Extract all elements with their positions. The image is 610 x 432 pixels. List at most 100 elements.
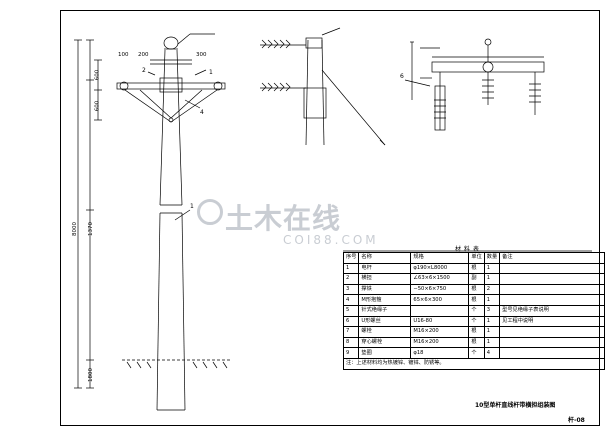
table-cell: 4 bbox=[483, 347, 501, 359]
table-cell: 根 bbox=[468, 336, 485, 349]
table-cell bbox=[499, 273, 606, 285]
table-cell: 型号见绝缘子表说明 bbox=[499, 304, 606, 317]
table-cell bbox=[499, 347, 606, 359]
table-cell: 1 bbox=[483, 294, 501, 306]
table-cell: −50×6×750 bbox=[410, 283, 470, 296]
table-cell: 见工程中说明 bbox=[499, 315, 606, 328]
table-header-row: 序号 名称 规格 单位 数量 备注 bbox=[342, 252, 606, 264]
table-cell: 65×6×300 bbox=[410, 294, 470, 306]
table-cell: 个 bbox=[468, 304, 485, 317]
table-cell: M16×200 bbox=[410, 336, 470, 349]
table-header: 规格 bbox=[410, 252, 470, 264]
table-cell: U16-80 bbox=[410, 315, 470, 328]
table-cell: 1 bbox=[483, 315, 501, 328]
table-header: 序号 bbox=[342, 252, 360, 264]
table-cell: 个 bbox=[468, 315, 485, 328]
table-cell: 1 bbox=[483, 273, 501, 285]
dim-upper: 1370 bbox=[88, 222, 94, 236]
table-cell: 1 bbox=[483, 326, 501, 338]
table-cell: 根 bbox=[468, 262, 485, 275]
cross-arm-plan bbox=[404, 38, 545, 131]
table-cell: 6 bbox=[342, 315, 360, 328]
table-note-row: 注：上述材料均为热镀锌、镀锌、防锈等。 bbox=[342, 357, 606, 370]
table-header: 数量 bbox=[483, 252, 501, 264]
table-cell: φ190×L8000 bbox=[410, 262, 470, 275]
callout-label: 4 bbox=[200, 109, 204, 116]
dim-total: 8000 bbox=[72, 222, 78, 236]
table-header: 备注 bbox=[499, 252, 606, 264]
watermark: 土木在线 COI88.COM bbox=[197, 197, 379, 247]
table-cell: 4 bbox=[342, 294, 360, 306]
table-header: 名称 bbox=[358, 252, 412, 264]
table-cell bbox=[499, 326, 606, 338]
table-cell: ∠63×6×1500 bbox=[410, 273, 470, 285]
table-cell: 横担 bbox=[358, 273, 412, 285]
dim-top-2: 200 bbox=[138, 52, 149, 58]
dim-mid-b: 600 bbox=[94, 100, 101, 112]
callout-label: 2 bbox=[142, 67, 146, 74]
table-cell: 针式绝缘子 bbox=[358, 304, 412, 317]
dim-mid-a: 600 bbox=[94, 69, 101, 81]
table-cell: M16×200 bbox=[410, 326, 470, 338]
table-cell bbox=[499, 294, 606, 306]
table-cell: 副 bbox=[468, 273, 485, 285]
ground-hatch bbox=[126, 361, 228, 369]
callout-label: 1 bbox=[209, 69, 213, 76]
table-cell: M形抱箍 bbox=[358, 294, 412, 306]
table-cell: 7 bbox=[342, 326, 360, 338]
table-cell: 9 bbox=[342, 347, 360, 359]
table-cell: 5 bbox=[342, 304, 360, 317]
table-cell: 垫圈 bbox=[358, 347, 412, 359]
callout-label: 1 bbox=[190, 203, 194, 210]
table-cell: 螺栓 bbox=[358, 326, 412, 338]
table-cell: 穿心螺栓 bbox=[358, 336, 412, 349]
dimension-lines bbox=[74, 39, 102, 389]
table-cell: 2 bbox=[342, 273, 360, 285]
drawing-title: 10型单杆直线杆带横担组装图 bbox=[475, 402, 556, 409]
dim-top-3: 300 bbox=[196, 52, 207, 58]
table-title: 材料表 bbox=[455, 246, 483, 253]
table-cell: 2 bbox=[483, 283, 501, 296]
dim-bottom: 1800 bbox=[88, 368, 94, 382]
table-cell: 根 bbox=[468, 294, 485, 306]
drawing-frame bbox=[60, 10, 600, 426]
table-cell bbox=[499, 336, 606, 349]
side-view bbox=[260, 27, 386, 146]
callout-leaders bbox=[147, 33, 215, 221]
table-cell: 3 bbox=[342, 283, 360, 296]
table-cell: U形螺丝 bbox=[358, 315, 412, 328]
table-cell: 8 bbox=[342, 336, 360, 349]
table-note: 注：上述材料均为热镀锌、镀锌、防锈等。 bbox=[342, 357, 606, 370]
table-cell: 1 bbox=[483, 336, 501, 349]
watermark-cn: 土木在线 bbox=[225, 202, 342, 235]
table-cell: 1 bbox=[342, 262, 360, 275]
watermark-logo-icon bbox=[197, 199, 223, 225]
table-cell bbox=[499, 283, 606, 296]
dim-top-1: 100 bbox=[118, 52, 129, 58]
main-pole bbox=[116, 36, 230, 411]
table-cell: φ18 bbox=[410, 347, 470, 359]
table-cell bbox=[499, 262, 606, 275]
watermark-en: COI88.COM bbox=[283, 233, 379, 247]
table-cell: 根 bbox=[468, 283, 485, 296]
table-cell: 根 bbox=[468, 326, 485, 338]
callout-label: 6 bbox=[400, 73, 404, 80]
table-header: 单位 bbox=[468, 252, 485, 264]
table-cell bbox=[410, 304, 470, 317]
table-cell: 个 bbox=[468, 347, 485, 359]
table-cell: 1 bbox=[483, 262, 501, 275]
drawing-number: 杆-08 bbox=[568, 417, 585, 424]
table-cell: 撑铁 bbox=[358, 283, 412, 296]
